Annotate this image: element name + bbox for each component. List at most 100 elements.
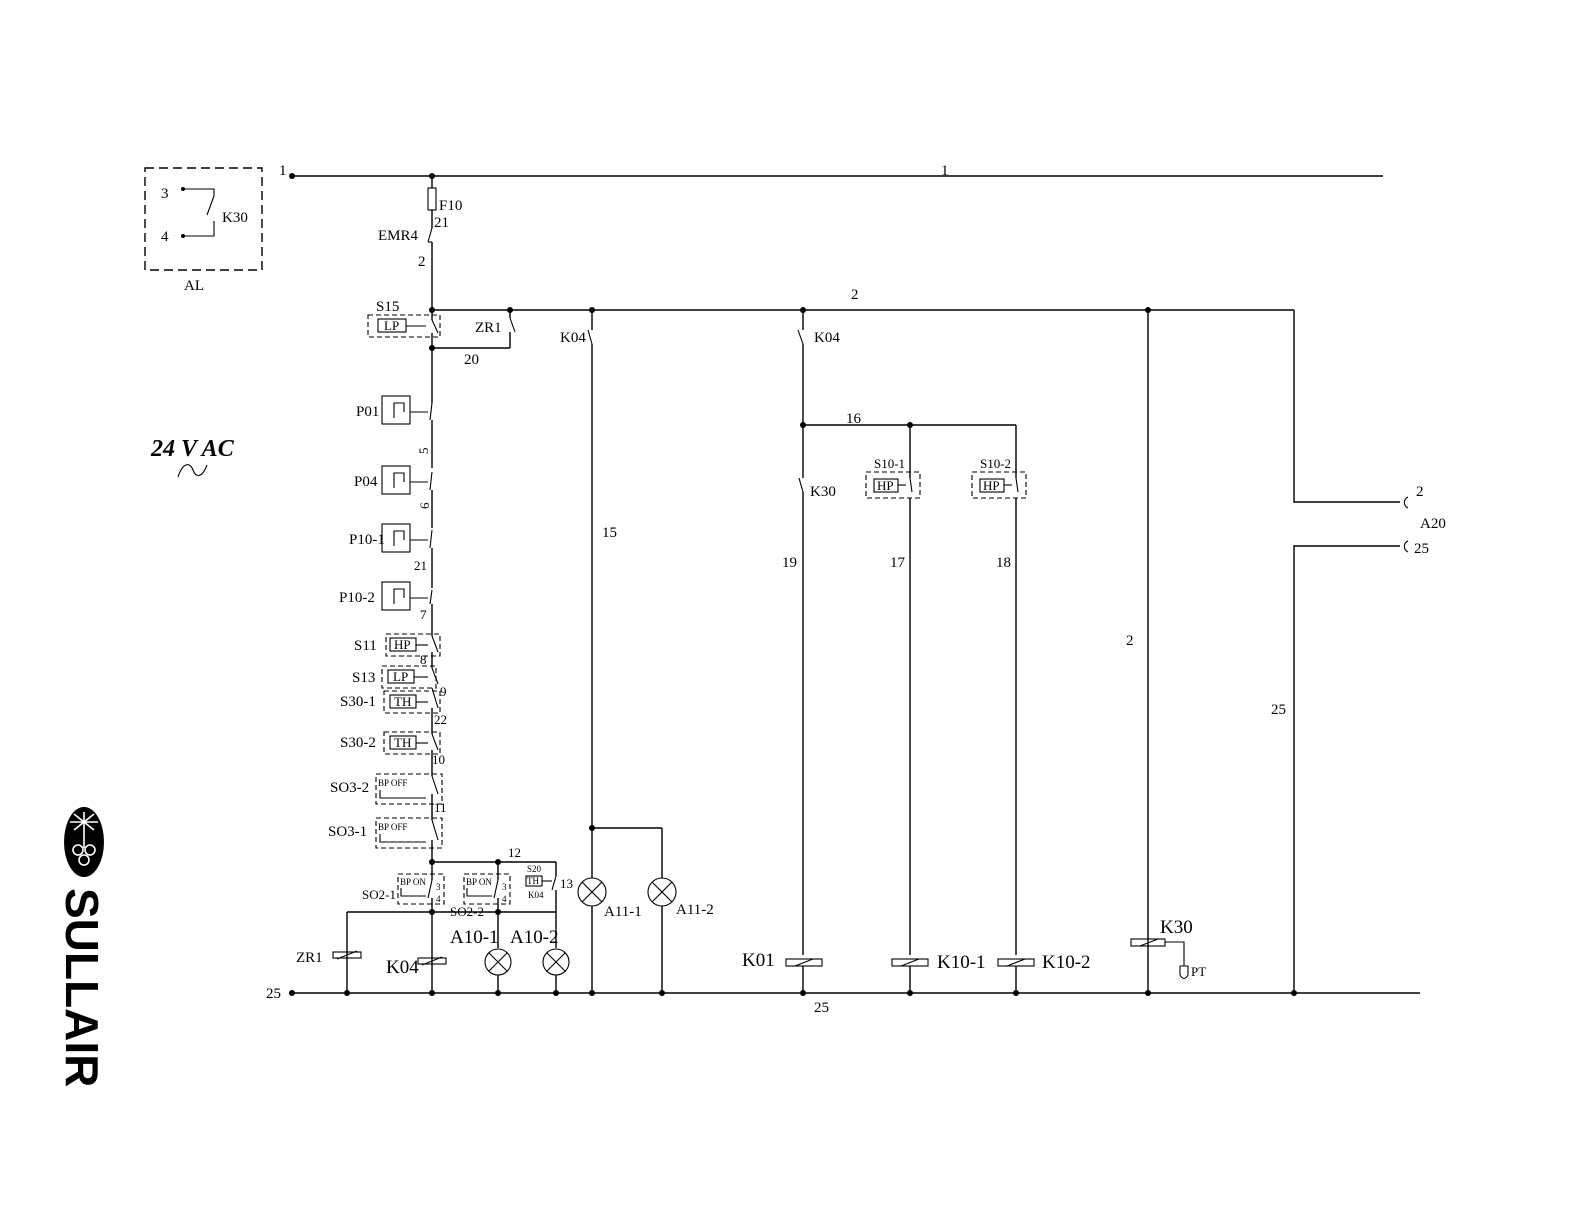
wire-18: 18	[996, 555, 1011, 571]
s20-box-label: TH	[527, 876, 539, 886]
al-label: AL	[184, 278, 204, 294]
safety-chain: P01 5 P04 6 P10-1 21 P10-2	[328, 348, 447, 862]
s30-2-box-label: TH	[394, 735, 411, 750]
wire-25-right: 25	[1271, 702, 1286, 718]
emr4-label: EMR4	[378, 228, 419, 244]
a10-1-label: A10-1	[450, 927, 499, 948]
s10-2-label: S10-2	[980, 456, 1011, 471]
node-1-left: 1	[279, 163, 287, 179]
wire-6: 6	[417, 502, 432, 509]
p04-label: P04	[354, 474, 378, 490]
wire-8: 8	[420, 652, 427, 667]
k04-coil-label: K04	[386, 957, 419, 978]
so2-1-label: SO2-1	[362, 887, 396, 902]
wire-17: 17	[890, 555, 906, 571]
wire-25-left: 25	[266, 986, 281, 1002]
pressure-switch-p01: P01	[356, 395, 433, 425]
ac-wave-icon	[177, 464, 208, 478]
so2-2-terminal-4: 4	[502, 894, 507, 904]
rail-1: 1 1	[279, 163, 1383, 179]
rail-2: 2	[429, 287, 1294, 313]
s10-1-label: S10-1	[874, 456, 905, 471]
wire-19: 19	[782, 555, 797, 571]
so2-1-box-label: BP ON	[400, 877, 426, 887]
wire-2-top: 2	[851, 287, 859, 303]
a20-terminal-2: 2	[1416, 484, 1424, 500]
rail-25: 25 25	[266, 986, 1420, 1016]
s30-1-switch: TH S30-1	[340, 687, 441, 714]
k10-2-branch: HP S10-2 18 K10-2	[971, 425, 1091, 993]
wire-9: 9	[440, 684, 447, 699]
fuse-f10: F10 21	[427, 176, 462, 231]
k04-left-contact-label: K04	[560, 330, 586, 346]
wire-5: 5	[416, 448, 431, 455]
wire-2-right: 2	[1126, 633, 1134, 649]
s15-switch: LP S15	[367, 299, 441, 348]
s20-label: S20	[527, 864, 542, 874]
wire-2-a: 2	[418, 254, 426, 270]
s13-box-label: LP	[393, 669, 408, 684]
wire-22: 22	[434, 712, 447, 727]
wire-25-bottom: 25	[814, 1000, 829, 1016]
f10-label: F10	[439, 198, 462, 214]
pressure-switch-p04: P04	[354, 465, 433, 495]
zr1-contact-label: ZR1	[475, 320, 502, 336]
sullair-brand-text: SULLAIR	[56, 888, 108, 1087]
p10-1-label: P10-1	[349, 532, 385, 548]
s10-2-box-label: HP	[983, 478, 1000, 493]
s30-1-box-label: TH	[394, 694, 411, 709]
s30-2-label: S30-2	[340, 735, 376, 751]
zr1-coil-label: ZR1	[296, 950, 323, 966]
so2-1-terminal-3: 3	[436, 882, 441, 892]
s30-2-switch: TH S30-2	[340, 731, 441, 755]
so3-2-label: SO3-2	[330, 780, 369, 796]
s11-box-label: HP	[394, 637, 411, 652]
wire-12: 12	[508, 845, 521, 860]
wire-10: 10	[432, 752, 445, 767]
s15-box-label: LP	[384, 318, 399, 333]
bypass-cluster: 12 BP ON 3 4 SO2-1 BP ON 3 4 SO2-2 S20 T…	[296, 845, 573, 993]
wire-7: 7	[420, 607, 427, 622]
wire-20: 20	[464, 352, 479, 368]
s13-switch: LP S13	[352, 665, 439, 689]
k01-branch: K04 16 K30 19 K01	[742, 310, 1016, 993]
node-1-top: 1	[941, 163, 949, 179]
k30-coil-branch: 2 K30 PT	[1126, 310, 1206, 993]
k01-coil-label: K01	[742, 950, 775, 971]
k04-mid-contact-label: K04	[814, 330, 840, 346]
a11-branch: K04 15 A11-1 A11-2	[560, 310, 714, 993]
pressure-switch-p10-1: P10-1	[349, 523, 433, 553]
p10-2-label: P10-2	[339, 590, 375, 606]
s10-1-box-label: HP	[877, 478, 894, 493]
so3-1-switch: BP OFF SO3-1	[328, 817, 443, 849]
a20-terminal-25: 25	[1414, 541, 1429, 557]
al-terminal-4: 4	[161, 229, 169, 245]
so2-1-terminal-4: 4	[436, 894, 441, 904]
wire-21-b: 21	[414, 558, 427, 573]
a10-2-label: A10-2	[510, 927, 559, 948]
al-relay-box: 3 4 K30 AL	[144, 167, 263, 294]
s13-label: S13	[352, 670, 375, 686]
s15-label: S15	[376, 299, 399, 315]
s11-label: S11	[354, 638, 377, 654]
p01-label: P01	[356, 404, 379, 420]
wire-21-top: 21	[434, 215, 449, 231]
wire-13: 13	[560, 876, 573, 891]
so3-2-switch: BP OFF SO3-2	[330, 773, 443, 805]
so3-1-box-label: BP OFF	[378, 822, 407, 832]
pt-label: PT	[1191, 964, 1206, 979]
so3-2-box-label: BP OFF	[378, 778, 407, 788]
k30-contact-label: K30	[810, 484, 836, 500]
wire-15: 15	[602, 525, 617, 541]
wire-11: 11	[434, 800, 447, 815]
s30-1-label: S30-1	[340, 694, 376, 710]
wire-16: 16	[846, 411, 862, 427]
k10-1-branch: HP S10-1 17 K10-1	[865, 425, 986, 993]
a11-1-label: A11-1	[604, 904, 642, 920]
so2-2-terminal-3: 3	[502, 882, 507, 892]
a11-2-label: A11-2	[676, 902, 714, 918]
k10-2-coil-label: K10-2	[1042, 952, 1091, 973]
pressure-switch-p10-2: P10-2	[339, 581, 433, 611]
s11-switch: HP S11	[354, 633, 441, 657]
emr4-contact: EMR4 2	[378, 227, 433, 310]
